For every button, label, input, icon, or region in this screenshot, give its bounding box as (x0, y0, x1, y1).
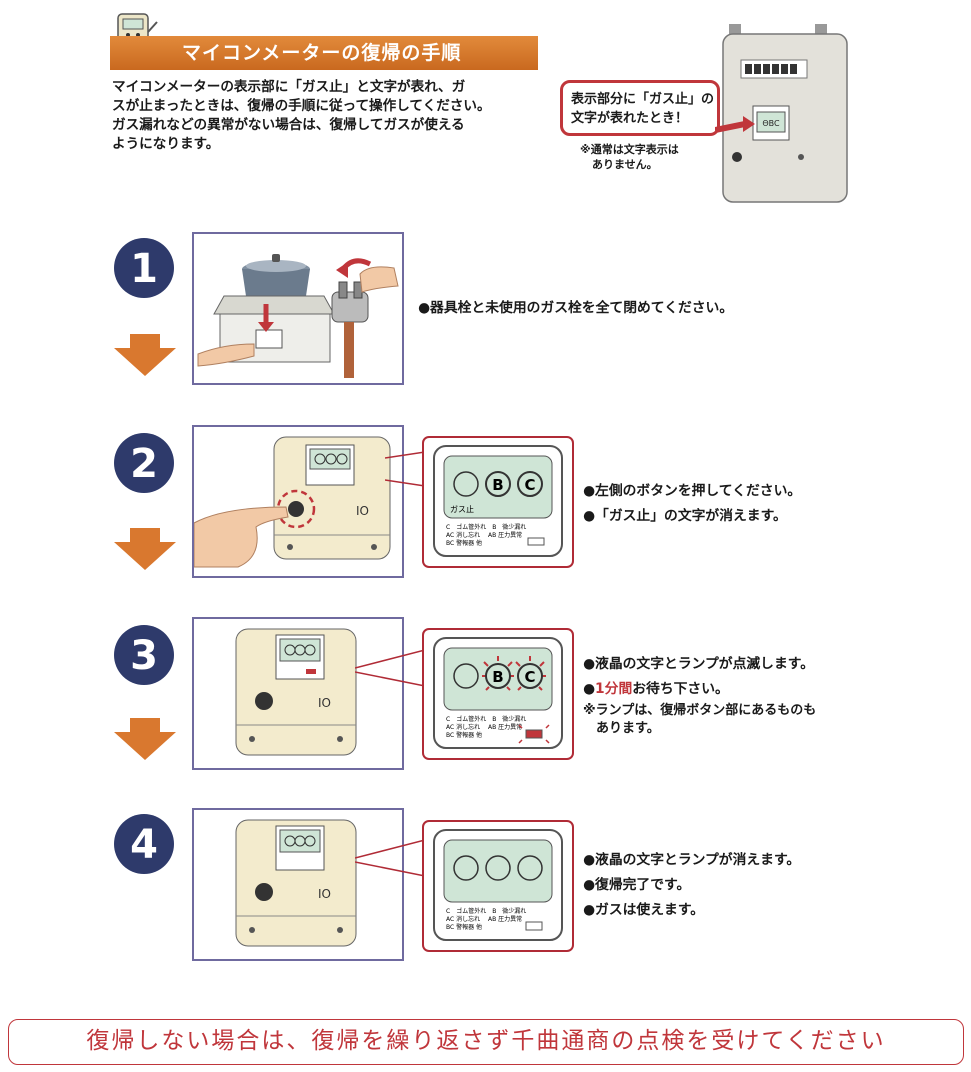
down-arrow-icon (114, 718, 176, 760)
step-4-display-zoom: C ゴム管外れ B 微少漏れ AC 消し忘れ AB 圧力異常 BC 警報器 他 (422, 820, 574, 952)
step-1-number-icon: 1 (114, 238, 174, 298)
step-2-number-icon: 2 (114, 433, 174, 493)
svg-text:ⅠO: ⅠO (318, 887, 331, 901)
step-3-note: ※ランプは、復帰ボタン部にあるものも あります。 (583, 703, 817, 736)
svg-text:BC 警報器 他: BC 警報器 他 (446, 923, 482, 931)
step-4-instructions: ●液晶の文字とランプが消えます。 ●復帰完了です。 ●ガスは使えます。 (583, 852, 801, 918)
step-4-illustration: ⅠO (192, 808, 404, 961)
gas-meter-illustration: ΘBC (715, 24, 848, 203)
svg-text:ⅠO: ⅠO (318, 696, 331, 710)
svg-text:1: 1 (130, 246, 158, 292)
step-1-illustration (192, 232, 404, 385)
zoom-connector (385, 451, 425, 487)
svg-text:C: C (524, 668, 535, 686)
svg-text:AC 消し忘れ AB 圧力異常: AC 消し忘れ AB 圧力異常 (446, 915, 522, 923)
step-3-display-zoom: B C C ゴム管外れ B 微少漏れ AC 消し忘れ AB 圧力異常 BC 警報… (422, 628, 574, 760)
callout-note: ※通常は文字表示は ありません。 (580, 143, 679, 171)
svg-text:BC 警報器 他: BC 警報器 他 (446, 731, 482, 739)
svg-text:C ゴム管外れ B 微少漏れ: C ゴム管外れ B 微少漏れ (446, 907, 526, 915)
page-title: マイコンメーターの復帰の手順 (110, 36, 538, 70)
svg-text:4: 4 (130, 822, 158, 868)
intro-text: マイコンメーターの表示部に「ガス止」と文字が表れ、ガ スが止まったときは、復帰の… (112, 79, 491, 152)
callout-box: 表示部分に「ガス止」の 文字が表れたとき！ (560, 80, 720, 136)
down-arrow-icon (114, 528, 176, 570)
svg-text:C ゴム管外れ B 微少漏れ: C ゴム管外れ B 微少漏れ (446, 523, 526, 531)
svg-text:B: B (492, 668, 503, 686)
svg-text:C: C (524, 476, 535, 494)
step-2-illustration: ⅠO (192, 425, 404, 578)
svg-text:C ゴム管外れ B 微少漏れ: C ゴム管外れ B 微少漏れ (446, 715, 526, 723)
step-3-number-icon: 3 (114, 625, 174, 685)
svg-text:AC 消し忘れ AB 圧力異常: AC 消し忘れ AB 圧力異常 (446, 723, 522, 731)
zoom-connector (355, 649, 425, 687)
step-4-number-icon: 4 (114, 814, 174, 874)
down-arrow-icon (114, 334, 176, 376)
svg-text:2: 2 (130, 441, 158, 487)
svg-text:BC 警報器 他: BC 警報器 他 (446, 539, 482, 547)
svg-text:ⅠO: ⅠO (356, 504, 369, 518)
svg-text:B: B (492, 476, 503, 494)
zoom-connector (355, 839, 425, 877)
svg-text:3: 3 (130, 633, 158, 679)
step-3-illustration: ⅠO (192, 617, 404, 770)
svg-text:AC 消し忘れ AB 圧力異常: AC 消し忘れ AB 圧力異常 (446, 531, 522, 539)
svg-text:ガス止: ガス止 (450, 504, 474, 514)
step-3-instructions: ●液晶の文字とランプが点滅します。 ●1分間お待ち下さい。 ※ランプは、復帰ボタ… (583, 656, 817, 736)
svg-text:ΘBC: ΘBC (762, 119, 780, 128)
step-2-instructions: ●左側のボタンを押してください。 ●「ガス止」の文字が消えます。 (583, 483, 802, 524)
step-2-display-zoom: B C ガス止 C ゴム管外れ B 微少漏れ AC 消し忘れ AB 圧力異常 B… (422, 436, 574, 568)
step-1-instructions: ●器具栓と未使用のガス栓を全て閉めてください。 (418, 300, 734, 316)
footer-warning: 復帰しない場合は、復帰を繰り返さず千曲通商の点検を受けてください (8, 1019, 964, 1065)
